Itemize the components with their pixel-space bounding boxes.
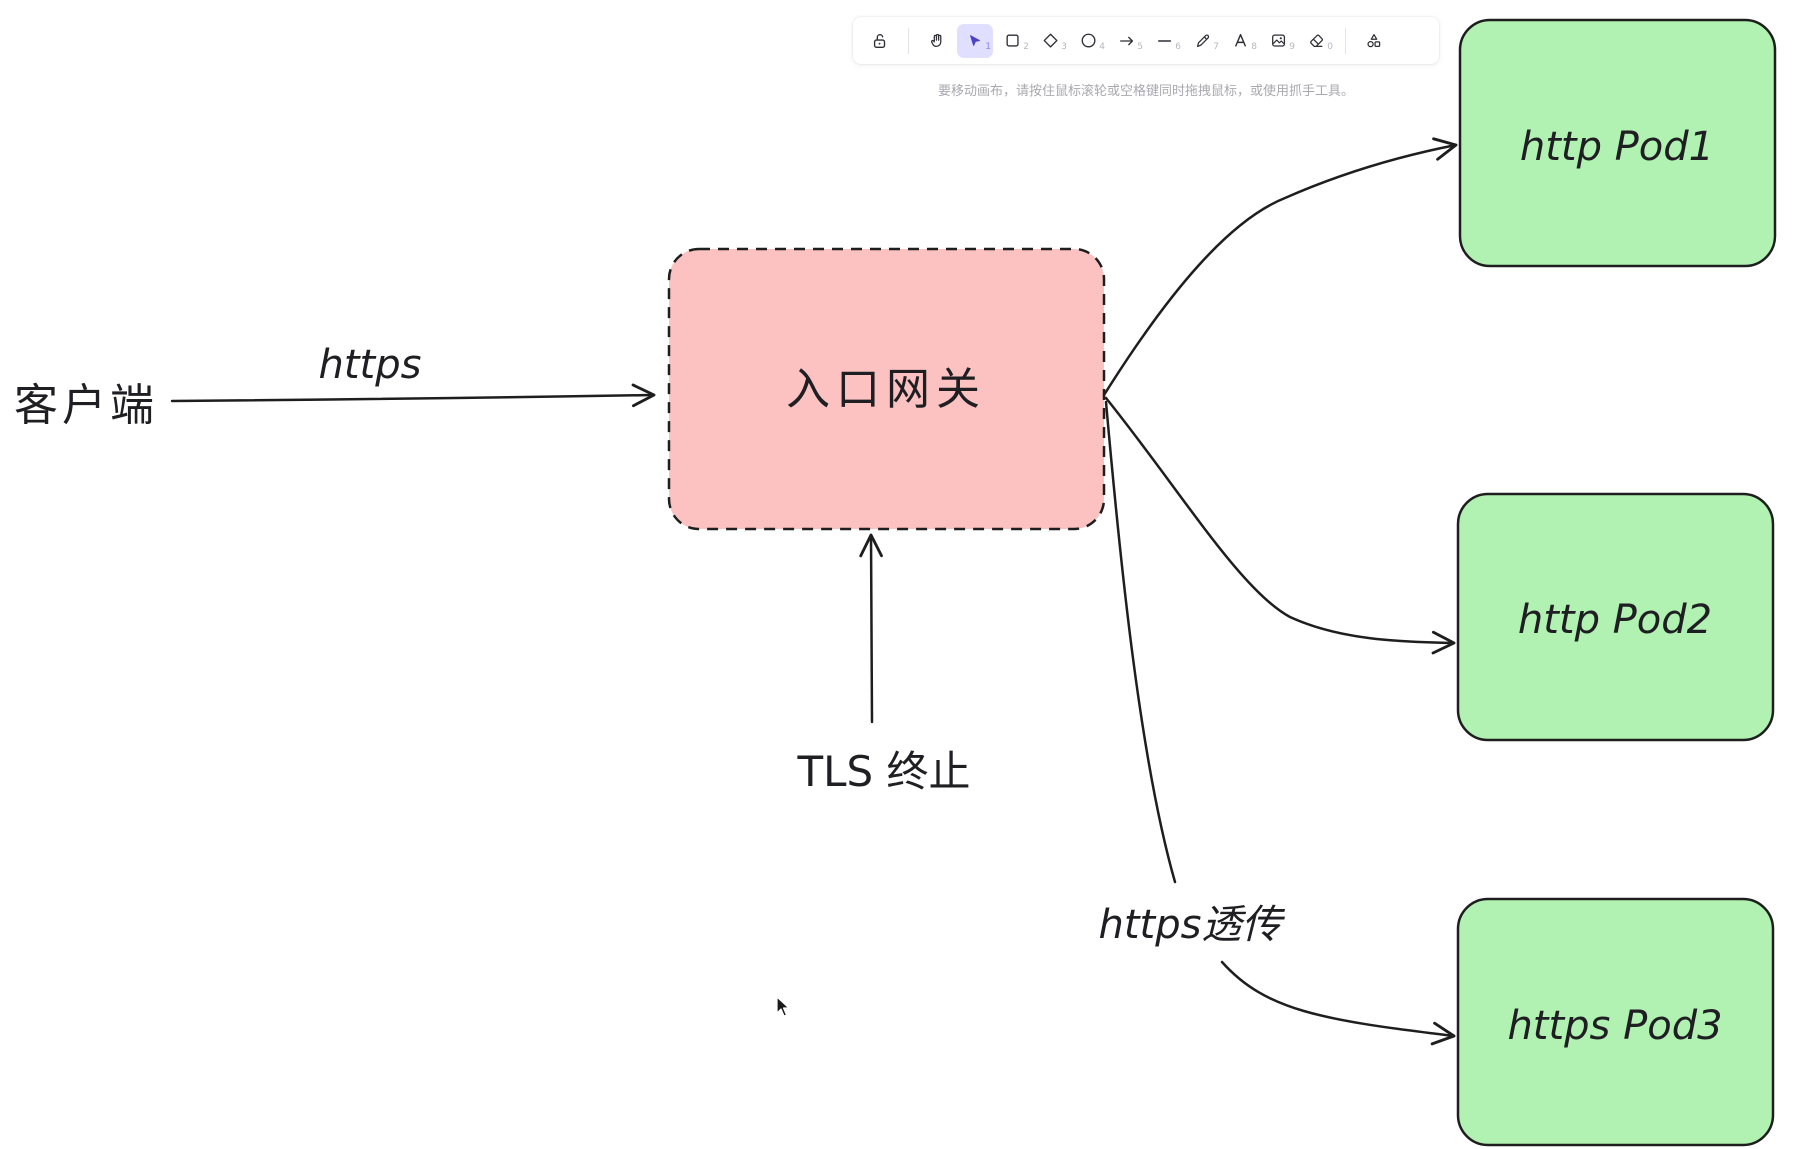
tls-label: TLS 终止 [796,747,970,796]
shortcut-key: 7 [1213,41,1219,52]
client-edge-label: https [319,342,422,388]
diamond-tool[interactable]: 3 [1033,24,1069,58]
pointer-icon [970,34,980,46]
toolbar-divider [908,27,909,54]
eraser-icon [1310,34,1323,47]
passthrough-to-pod3-arrow[interactable] [1220,960,1456,1046]
shortcut-key: 1 [985,41,991,52]
passthrough-label: https透传 [1099,902,1286,948]
pod-label: http Pod1 [1520,124,1714,170]
gateway-label: 入口网关 [786,364,986,415]
pod-node[interactable]: http Pod2 [1456,492,1775,742]
gateway-to-pod1-arrow[interactable] [1102,137,1458,397]
hand-icon [930,33,942,47]
shapes-library-icon [1367,33,1381,47]
draw-tool[interactable]: 7 [1185,24,1221,58]
passthrough-line[interactable] [1104,400,1177,884]
line-tool[interactable]: 6 [1147,24,1183,58]
diamond-icon [1043,33,1058,48]
text-icon [1234,33,1247,47]
gateway-node[interactable]: 入口网关 [667,247,1106,531]
selection-tool[interactable]: 1 [957,23,993,58]
ellipse-tool[interactable]: 4 [1071,24,1107,58]
pod-node[interactable]: https Pod3 [1456,897,1775,1147]
hand-tool[interactable] [919,24,955,58]
image-icon [1272,34,1286,47]
shortcut-key: 9 [1289,41,1295,52]
client-label: 客户端 [14,380,158,431]
eraser-tool[interactable]: 0 [1299,24,1335,58]
pod-node[interactable]: http Pod1 [1458,18,1777,268]
lock-tool[interactable] [862,24,898,58]
text-tool[interactable]: 8 [1223,24,1259,58]
rectangle-tool[interactable]: 2 [995,24,1031,58]
arrow-right-icon [1120,36,1134,45]
library-tool[interactable] [1356,24,1392,58]
image-tool[interactable]: 9 [1261,24,1297,58]
ellipse-icon [1081,33,1096,48]
lock-open-icon [873,33,886,48]
shortcut-key: 6 [1175,41,1181,52]
tls-termination-arrow[interactable] [859,533,883,724]
rectangle-icon [1006,33,1019,47]
shortcut-key: 2 [1023,41,1029,52]
arrow-tool[interactable]: 5 [1109,24,1145,58]
gateway-to-pod2-arrow[interactable] [1104,396,1456,655]
shortcut-key: 8 [1251,41,1257,52]
line-icon [1157,39,1172,42]
pod-label: http Pod2 [1518,597,1712,643]
pod-label: https Pod3 [1507,1003,1722,1049]
shortcut-key: 4 [1099,41,1105,52]
shortcut-key: 3 [1061,41,1067,52]
toolbar: 1 2 3 4 5 [853,17,1439,64]
toolbar-divider [1345,27,1346,54]
canvas-hint-text: 要移动画布，请按住鼠标滚轮或空格键同时拖拽鼠标，或使用抓手工具。 [937,84,1354,99]
shortcut-key: 0 [1327,41,1333,52]
mouse-cursor-icon [776,996,790,1017]
shortcut-key: 5 [1137,41,1143,52]
pencil-icon [1196,34,1210,47]
client-to-gateway-arrow[interactable] [170,383,656,408]
